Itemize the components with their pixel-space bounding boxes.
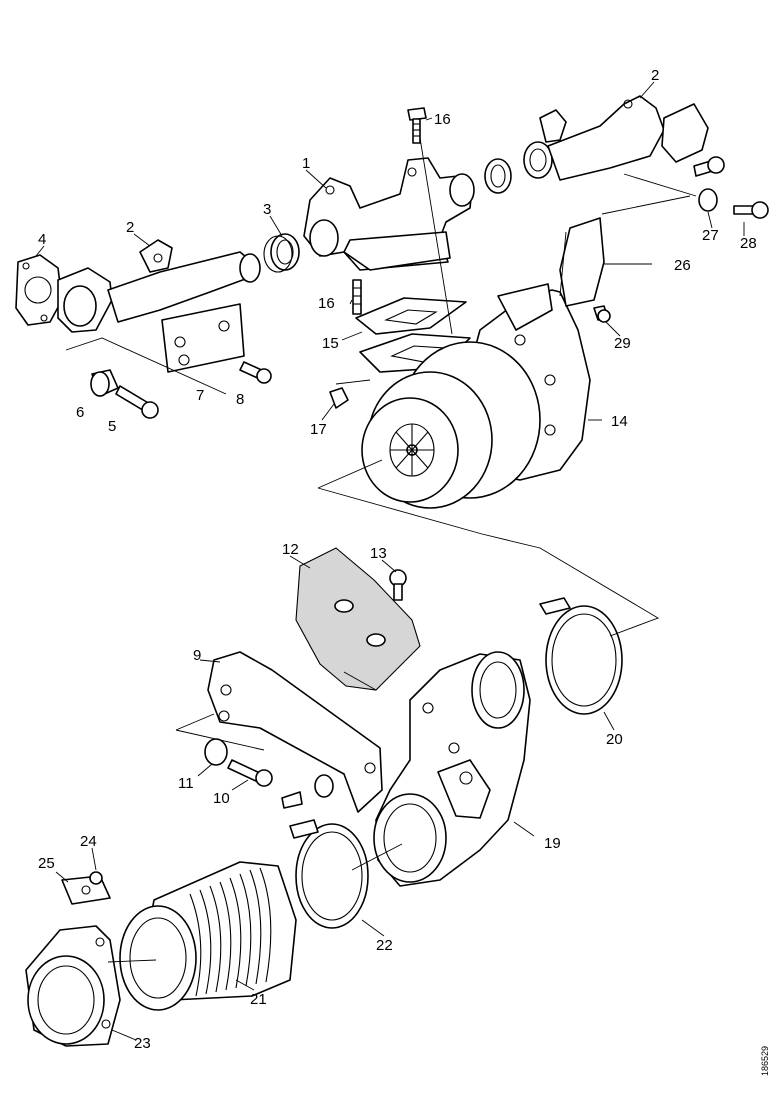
part-4-gasket [15,254,63,326]
callout-labels: 1 2 2 3 4 5 6 7 8 9 10 11 12 13 14 15 16… [38,67,757,1052]
callout-9: 9 [193,647,201,664]
callout-7: 7 [196,387,204,404]
callout-14: 14 [611,413,628,430]
callout-25: 25 [38,855,55,872]
callout-22: 22 [376,937,393,954]
part-9-bracket [207,651,383,813]
callout-10: 10 [213,790,230,807]
callout-12: 12 [282,541,299,558]
part-8-screw [239,361,272,384]
part-19-exhaust-elbow [373,651,531,887]
part-1-centre-manifold [303,157,475,271]
callout-leaders [35,81,745,1041]
callout-21: 21 [250,991,267,1008]
callout-16-bolt: 16 [434,111,451,128]
callout-16-stud: 16 [318,295,335,312]
callout-6: 6 [76,404,84,421]
callout-20: 20 [606,731,623,748]
part-26-bracket [559,217,605,307]
callout-13: 13 [370,545,387,562]
part-3-sealing-ring-right [484,141,553,194]
callout-5: 5 [108,418,116,435]
callout-8: 8 [236,391,244,408]
callout-24: 24 [80,833,97,850]
callout-23: 23 [134,1035,151,1052]
part-29-screw [593,305,611,323]
callout-4: 4 [38,231,46,248]
callout-11: 11 [178,775,194,792]
part-16-bolt-top [407,107,427,144]
part-27-spacer [698,188,718,212]
part-20-clamp [539,597,623,715]
callout-29: 29 [614,335,631,352]
part-3-sealing-ring [263,233,300,273]
part-11-spacer [204,738,228,766]
part-16-stud [352,279,362,315]
callout-17: 17 [310,421,327,438]
part-7-heat-shield [161,303,245,373]
part-24-screw [89,871,103,885]
callout-2-left: 2 [126,219,134,236]
screw-bracket-lower [281,774,334,809]
part-10-screw [227,759,273,787]
callout-15: 15 [322,335,339,352]
part-28-screw [733,201,769,219]
callout-27: 27 [702,227,719,244]
assembly-lines [65,137,697,963]
part-12-heat-shield [295,547,421,691]
callout-2-right: 2 [651,67,659,84]
part-14-turbocharger [361,283,591,509]
part-13-screw [389,569,407,601]
screw-right-end [693,156,725,177]
callout-1: 1 [302,155,310,172]
part-5-screw [115,385,159,419]
part-6-spacer [90,369,119,397]
part-17-nut [329,387,349,409]
callout-26: 26 [674,257,691,274]
part-2-left-manifold [57,239,261,333]
part-22-clamp [289,819,369,929]
part-23-flange [25,925,121,1047]
callout-19: 19 [544,835,561,852]
part-2-right-manifold [539,95,709,181]
part-25-bracket [61,875,111,905]
callout-28: 28 [740,235,757,252]
part-21-bellows [119,861,297,1011]
document-id: 186529 [760,1046,770,1076]
callout-3: 3 [263,201,271,218]
